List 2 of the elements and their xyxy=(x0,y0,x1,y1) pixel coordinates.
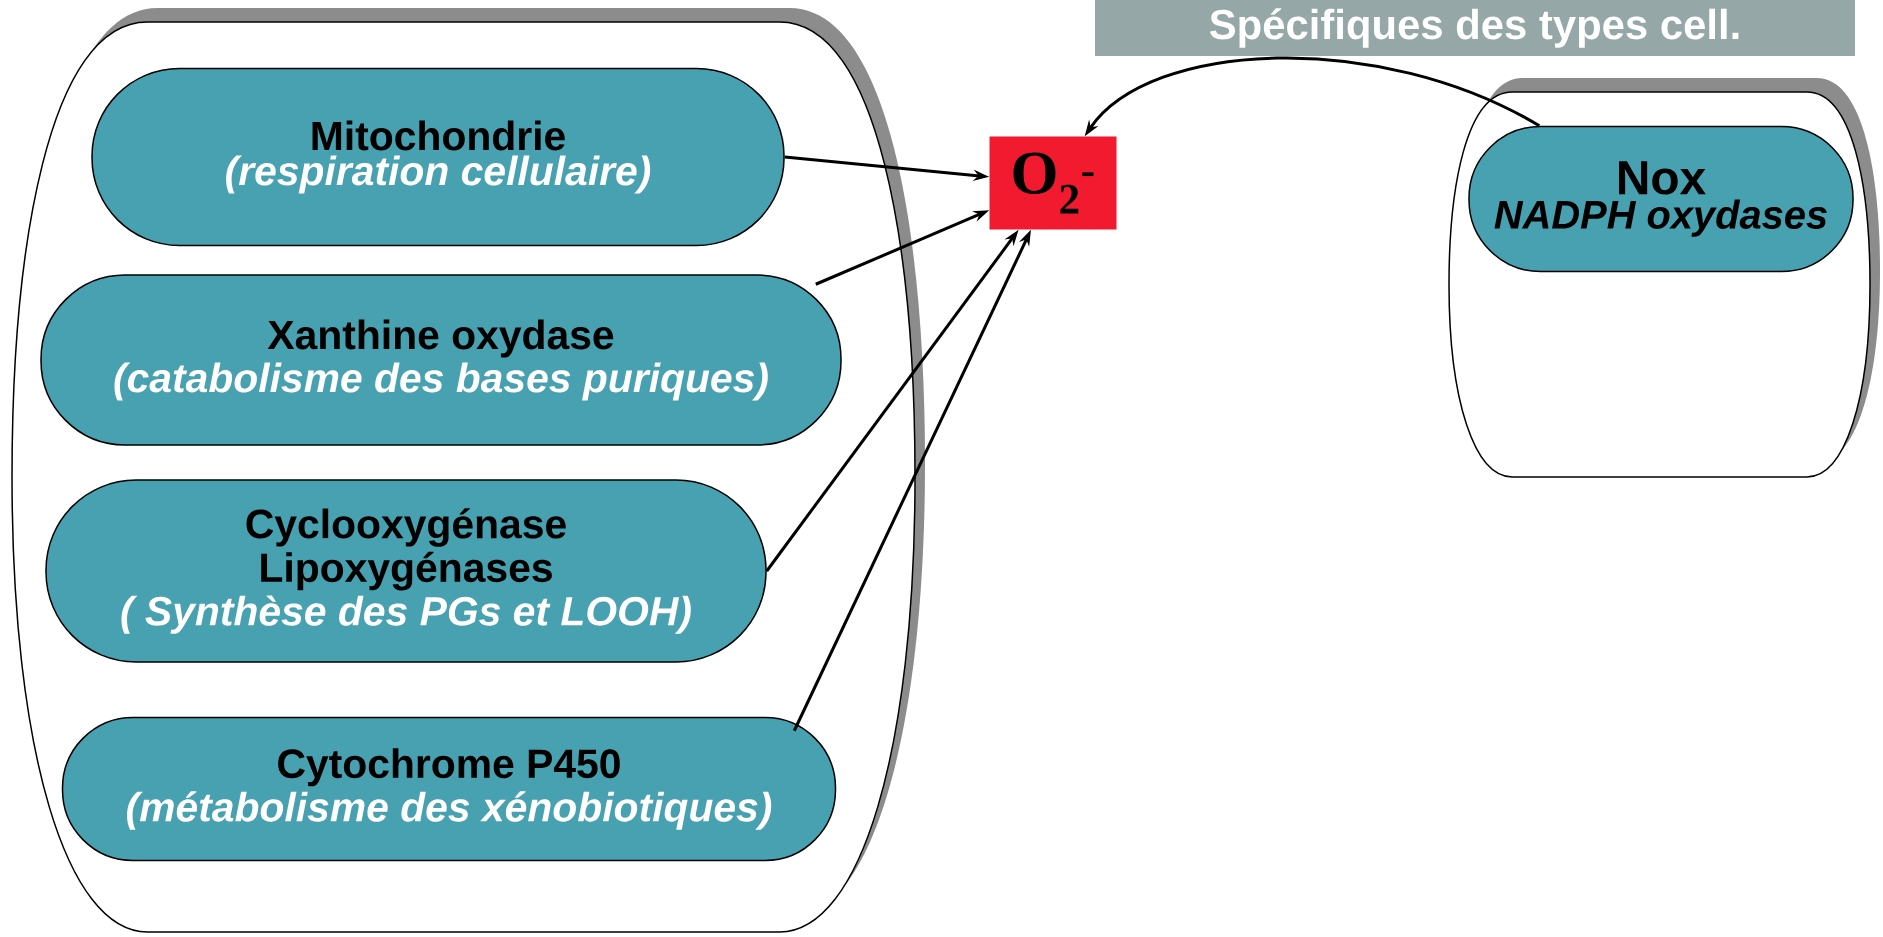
molecule-box: O$_{2}$- xyxy=(989,136,1117,230)
heading-band: Spécifiques des types cell. xyxy=(1095,0,1855,56)
